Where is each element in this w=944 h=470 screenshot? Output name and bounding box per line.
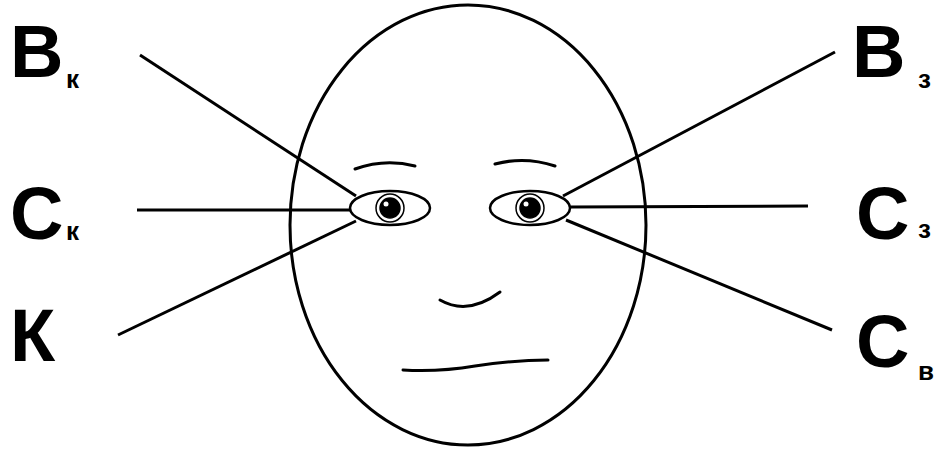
- eye-highlight: [384, 202, 389, 207]
- face-outline: [290, 5, 646, 445]
- label-letter: К: [10, 299, 55, 373]
- label-subscript: к: [66, 218, 79, 244]
- label-letter: С: [10, 177, 63, 251]
- eye-highlight: [524, 202, 529, 207]
- leader-line: [140, 55, 356, 196]
- label-letter: В: [10, 15, 63, 89]
- leader-line: [570, 206, 808, 207]
- leader-line: [137, 209, 350, 212]
- right-eye: [490, 191, 570, 225]
- label-subscript: в: [918, 358, 934, 384]
- right-iris: [516, 194, 544, 222]
- label-subscript: з: [918, 66, 931, 92]
- left-pupil: [380, 198, 400, 218]
- leader-line: [566, 220, 832, 330]
- label-letter: С: [856, 177, 909, 251]
- right-eyebrow: [495, 160, 555, 166]
- label-letter: С: [856, 305, 909, 379]
- label-letter: В: [852, 15, 905, 89]
- nose: [440, 292, 500, 306]
- leader-line: [563, 52, 835, 196]
- left-eye: [350, 191, 430, 225]
- right-pupil: [520, 198, 540, 218]
- label-subscript: з: [918, 216, 931, 242]
- left-iris: [376, 194, 404, 222]
- left-eyebrow: [355, 163, 415, 169]
- label-subscript: к: [66, 66, 79, 92]
- leader-line: [118, 221, 356, 335]
- mouth: [403, 360, 548, 371]
